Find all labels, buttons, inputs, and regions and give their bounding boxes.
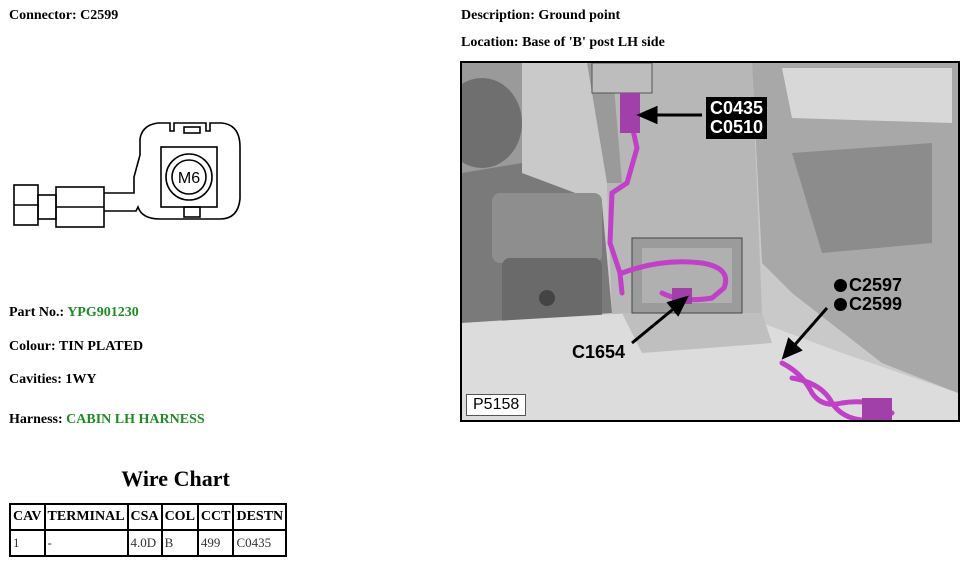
location-line: Location: Base of 'B' post LH side xyxy=(461,35,665,51)
header-cct: CCT xyxy=(196,503,235,531)
cavities-line: Cavities: 1WY xyxy=(9,372,97,388)
callout-c0435-c0510: C0435 C0510 xyxy=(706,97,768,139)
cavities-value: 1WY xyxy=(65,372,97,387)
location-label: Location: xyxy=(461,35,519,50)
harness-value[interactable]: CABIN LH HARNESS xyxy=(66,412,205,427)
callout-c0510: C0510 xyxy=(710,117,764,137)
colour-value: TIN PLATED xyxy=(58,339,144,354)
location-photo: C0435 C0510 C2597 C2599 C1654 P5158 xyxy=(460,61,960,422)
header-destn: DESTN xyxy=(232,503,288,531)
wire-chart-title: Wire Chart xyxy=(121,466,230,491)
callout-c2597: C2597 xyxy=(849,275,903,295)
part-number-label: Part No.: xyxy=(9,305,65,320)
description-label: Description: xyxy=(461,8,535,23)
header-col: COL xyxy=(160,503,199,531)
bullet-icon xyxy=(834,298,847,311)
header-terminal: TERMINAL xyxy=(43,503,129,531)
header-cav: CAV xyxy=(9,503,46,531)
cell-csa: 4.0D xyxy=(126,529,163,557)
description-line: Description: Ground point xyxy=(461,8,620,24)
connector-line: Connector: C2599 xyxy=(9,8,118,24)
part-number-value[interactable]: YPG901230 xyxy=(67,305,139,320)
callout-c1654: C1654 xyxy=(572,342,626,362)
wire-chart-table: CAV TERMINAL CSA COL CCT DESTN 1 - 4.0D … xyxy=(9,503,288,557)
cell-terminal: - xyxy=(43,529,129,557)
cell-cct: 499 xyxy=(196,529,235,557)
colour-line: Colour: TIN PLATED xyxy=(9,339,143,355)
harness-line: Harness: CABIN LH HARNESS xyxy=(9,412,205,428)
table-row: 1 - 4.0D B 499 C0435 xyxy=(9,529,288,557)
location-value: Base of 'B' post LH side xyxy=(522,35,665,50)
wire-chart-header-row: CAV TERMINAL CSA COL CCT DESTN xyxy=(9,503,288,531)
cavities-label: Cavities: xyxy=(9,372,62,387)
connector-value: C2599 xyxy=(80,8,119,23)
harness-label: Harness: xyxy=(9,412,63,427)
connector-label: Connector: xyxy=(9,8,77,23)
cell-col: B xyxy=(160,529,199,557)
bullet-icon xyxy=(834,279,847,292)
colour-label: Colour: xyxy=(9,339,56,354)
callout-c2597-c2599: C2597 C2599 xyxy=(834,276,902,314)
photo-reference: P5158 xyxy=(466,394,527,416)
callout-c0435: C0435 xyxy=(710,98,764,118)
description-value: Ground point xyxy=(538,8,621,23)
header-csa: CSA xyxy=(126,503,163,531)
terminal-label: M6 xyxy=(178,170,200,187)
part-number-line: Part No.: YPG901230 xyxy=(9,305,139,321)
callout-c2599: C2599 xyxy=(849,294,903,314)
cell-destn: C0435 xyxy=(232,529,288,557)
connector-drawing: M6 xyxy=(13,122,241,228)
cell-cav: 1 xyxy=(9,529,46,557)
